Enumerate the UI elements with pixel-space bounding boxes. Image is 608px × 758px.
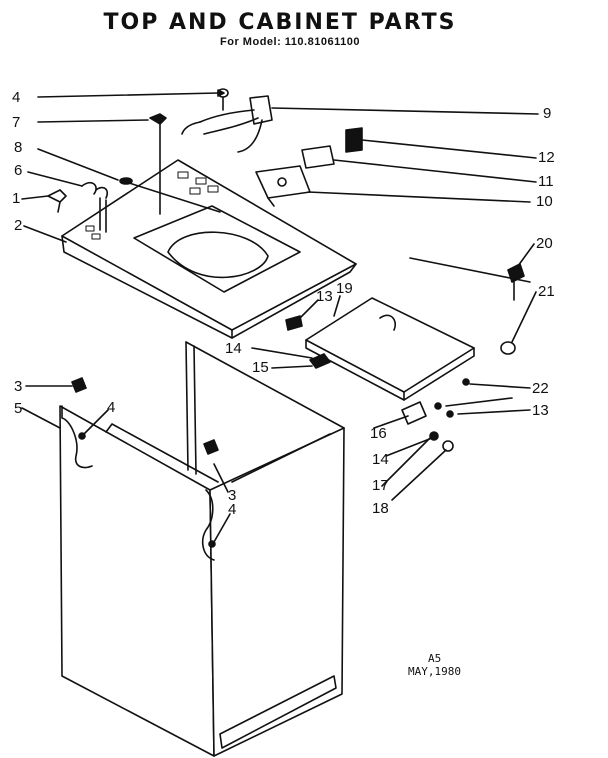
leader-lines — [21, 89, 539, 543]
callout-22: 22 — [532, 380, 549, 397]
switch-parts — [255, 127, 363, 207]
callout-5: 5 — [14, 400, 23, 417]
callout-4-center: 4 — [228, 501, 237, 518]
callout-13-right: 13 — [532, 402, 549, 419]
drawing-date: MAY,1980 — [408, 665, 461, 678]
callout-19: 19 — [336, 280, 353, 297]
callout-17: 17 — [372, 477, 389, 494]
callout-6: 6 — [14, 162, 23, 179]
callout-20: 20 — [536, 235, 553, 252]
callout-8: 8 — [14, 139, 23, 156]
callout-14-upper: 14 — [225, 340, 242, 357]
callout-9: 9 — [543, 105, 552, 122]
callout-16: 16 — [370, 425, 387, 442]
model-subtitle: For Model: 110.81061100 — [220, 36, 360, 48]
callout-21: 21 — [538, 283, 555, 300]
callout-13-left: 13 — [316, 288, 333, 305]
callout-7: 7 — [12, 114, 21, 131]
callout-3-center: 3 — [228, 487, 237, 504]
cabinet — [59, 341, 345, 757]
lid-assembly — [285, 297, 475, 401]
callout-14-lower: 14 — [372, 451, 389, 468]
callout-4-left: 4 — [107, 399, 116, 416]
wire-harness — [149, 88, 273, 215]
callout-10: 10 — [536, 193, 553, 210]
callout-18: 18 — [372, 500, 389, 517]
callout-11: 11 — [538, 173, 554, 190]
drawing-code: A5 — [428, 652, 442, 665]
top-panel — [61, 159, 357, 339]
callout-15: 15 — [252, 359, 269, 376]
hinge-parts — [47, 177, 133, 233]
callout-4: 4 — [12, 89, 21, 106]
callout-1: 1 — [12, 190, 21, 207]
callout-3-left: 3 — [14, 378, 23, 395]
callout-12: 12 — [538, 149, 555, 166]
callout-2: 2 — [14, 217, 23, 234]
page-title: TOP AND CABINET PARTS — [103, 10, 457, 35]
